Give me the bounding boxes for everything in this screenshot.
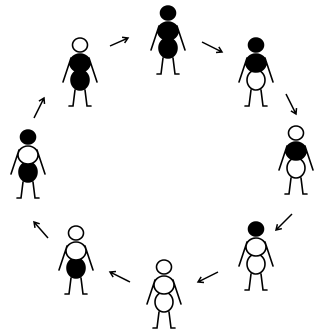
head-segment [157,260,172,274]
right-leg [261,274,267,290]
right-leg [81,278,87,294]
cycle-arrow-4 [276,214,292,230]
hips-segment [71,70,89,90]
left-leg [153,312,159,328]
hips-segment [19,162,37,182]
cycle-arrow-6 [110,271,130,282]
head-segment [73,38,88,52]
left-leg [157,58,163,74]
left-leg [65,278,71,294]
hips-segment [159,38,177,58]
cycle-arrow-7 [34,222,48,238]
hips-segment [155,292,173,312]
cycle-arrow-3 [286,94,297,114]
hips-segment [247,254,265,274]
head-segment [249,222,264,236]
figure-top [151,6,185,74]
left-leg [285,178,291,194]
right-leg [33,182,39,198]
head-segment [161,6,176,20]
torso-segment [246,238,266,256]
hips-segment [287,158,305,178]
right-leg [173,58,179,74]
head-segment [249,38,264,52]
figure-lower-left [59,226,93,294]
right-leg [301,178,307,194]
torso-segment [246,54,266,72]
figure-left [11,130,45,198]
cycle-arrow-1 [110,37,128,46]
hips-segment [247,70,265,90]
figure-lower-right [239,222,273,290]
cycle-arrow-5 [198,272,218,283]
left-leg [245,90,251,106]
figure-right [279,126,313,194]
figure-upper-right [239,38,273,106]
hips-segment [67,258,85,278]
torso-segment [18,146,38,164]
head-segment [289,126,304,140]
torso-segment [66,242,86,260]
torso-segment [70,54,90,72]
figure-upper-left [63,38,97,106]
torso-segment [154,276,174,294]
left-leg [69,90,75,106]
torso-segment [286,142,306,160]
head-segment [69,226,84,240]
cycle-arrow-8 [34,98,45,118]
torso-segment [158,22,178,40]
figure-bottom [147,260,181,328]
right-leg [169,312,175,328]
right-leg [85,90,91,106]
left-leg [245,274,251,290]
left-leg [17,182,23,198]
right-leg [261,90,267,106]
cycle-arrow-2 [202,42,222,53]
head-segment [21,130,36,144]
